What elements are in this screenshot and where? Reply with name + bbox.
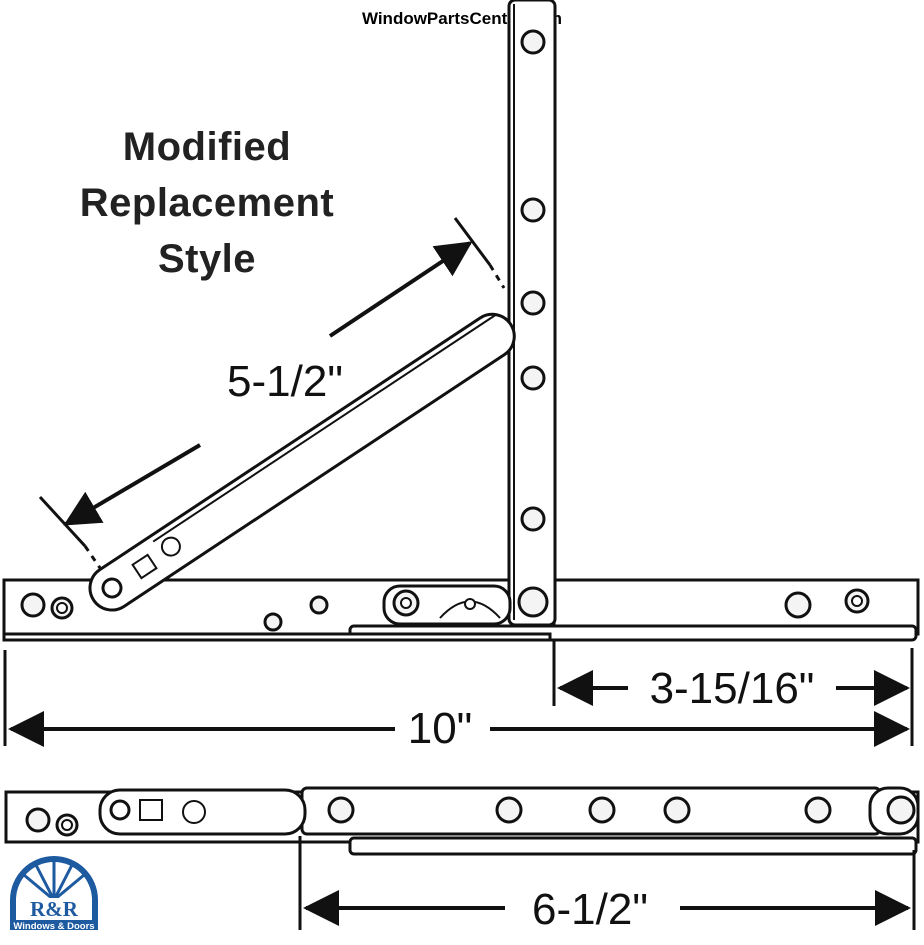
hole-icon (663, 796, 691, 824)
arrow-left-icon (63, 443, 202, 526)
closed-dimension (298, 836, 916, 930)
hole-icon (784, 591, 812, 619)
pivot-rivet-icon (886, 795, 916, 825)
total-length-label: 10" (408, 704, 473, 753)
arm-dimension (38, 217, 506, 569)
hole-icon (520, 365, 546, 391)
title-line-1: Modified (123, 125, 291, 169)
hole-icon (495, 796, 523, 824)
hole-icon (520, 290, 546, 316)
arm-length-label: 5-1/2" (227, 357, 343, 406)
closed-hinge (4, 786, 920, 856)
pivot-rivet-icon (517, 586, 549, 618)
total-dimension (3, 650, 914, 747)
track-holes (20, 588, 870, 632)
hole-icon (520, 506, 546, 532)
logo-mark: R&R (30, 897, 79, 921)
slide-shoe (382, 584, 512, 626)
extension-line (453, 217, 492, 266)
hole-icon (520, 197, 546, 223)
brand-logo: R&R Windows & Doors (6, 848, 102, 934)
closed-length-label: 6-1/2" (532, 885, 648, 934)
support-arm (88, 312, 516, 612)
hole-icon (25, 807, 51, 833)
right-offset-label: 3-15/16" (650, 664, 815, 713)
hole-icon (588, 796, 616, 824)
title-block: Modified Replacement Style (80, 125, 334, 281)
hole-icon (263, 612, 283, 632)
offset-dimension (552, 640, 914, 706)
closed-rail (348, 836, 918, 856)
title-line-2: Replacement (80, 181, 334, 225)
extension-line (38, 495, 87, 548)
closed-holes (25, 795, 916, 837)
logo-tagline: Windows & Doors (13, 921, 94, 932)
hole-icon (309, 595, 329, 615)
hole-icon (804, 796, 832, 824)
track-lip (2, 632, 552, 642)
arrow-right-icon (328, 241, 473, 338)
title-line-3: Style (158, 237, 256, 281)
hole-icon (520, 29, 546, 55)
sash-arm-holes (517, 29, 549, 618)
hole-icon (20, 592, 46, 618)
open-hinge (2, 0, 920, 642)
hole-icon (327, 796, 355, 824)
